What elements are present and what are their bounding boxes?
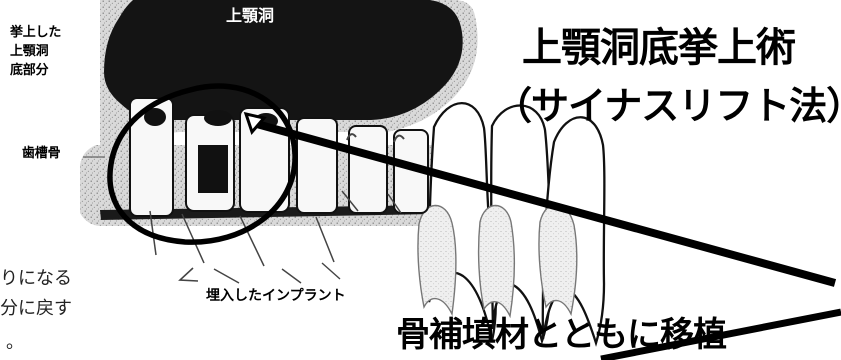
procedure-title: 上顎洞底挙上術 bbox=[522, 25, 796, 71]
bone-graft-label: 骨補填材とともに移植 bbox=[396, 315, 727, 355]
alveolar-bone-label: 歯槽骨 bbox=[22, 146, 61, 161]
procedure-subtitle: （サイナスリフト法） bbox=[494, 84, 841, 128]
side-text-line-2: 分に戻す bbox=[0, 298, 72, 319]
raised-sinus-label-line-1: 挙上した bbox=[10, 25, 62, 40]
side-text-line-3: 。 bbox=[6, 332, 24, 353]
teeth-illustration bbox=[417, 101, 606, 347]
implant-label: 埋入したインプラント bbox=[206, 288, 346, 304]
raised-sinus-label-line-2: 上顎洞 bbox=[10, 44, 49, 59]
callout-lines bbox=[83, 83, 841, 360]
side-text-line-1: りになる bbox=[0, 268, 72, 289]
raised-sinus-label-line-3: 底部分 bbox=[10, 63, 49, 78]
upper-bone-label: 上顎洞 bbox=[226, 6, 275, 25]
